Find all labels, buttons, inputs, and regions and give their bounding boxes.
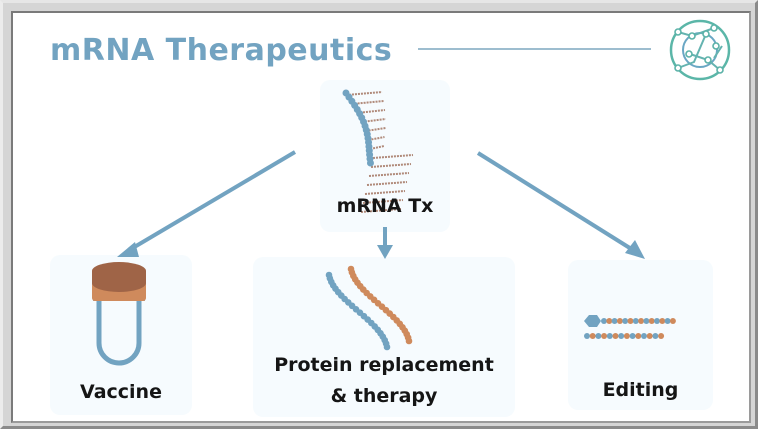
diagram-canvas: mRNA Therapeutics [11,11,751,423]
editing-label: Editing [602,379,679,401]
protein-label-line2: & therapy [330,385,438,407]
vaccine-label: Vaccine [80,381,162,403]
arrowhead-vaccine [117,242,139,257]
mrna-strands-icon [325,265,413,351]
arrow-to-editing [476,151,635,252]
center-node-label: mRNA Tx [336,195,434,217]
arrowhead-protein [377,245,393,259]
diagram-graphics [92,19,731,366]
logo-icon [669,19,731,81]
center-node-box [320,80,450,232]
page-title: mRNA Therapeutics [50,33,393,68]
arrow-to-vaccine [129,150,297,251]
vaccine-vial-icon [92,262,146,366]
protein-label-line1: Protein replacement [274,354,494,376]
arrows [117,150,645,259]
arrowhead-editing [625,240,645,259]
dna-helix-icon [342,89,414,213]
editing-strands-icon [584,315,676,339]
